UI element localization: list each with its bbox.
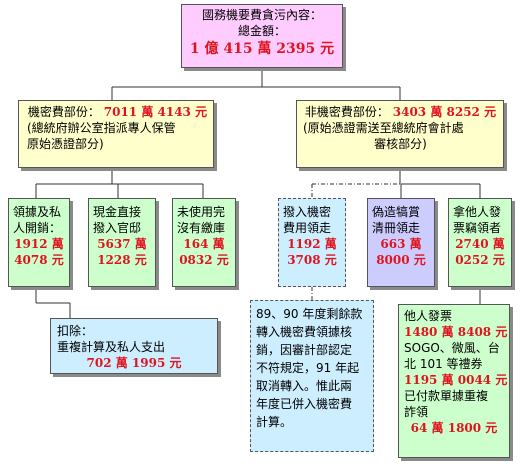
transfer-label-2: 費用領走 [283,221,332,235]
note-line-5: 取消轉入。惟此兩 [256,379,353,393]
others-amount-2: 1195 萬 0044 元 [404,373,508,387]
others-label-5: 詐領 [404,405,429,419]
others-label-3: 北 101 等禮券 [404,357,483,371]
cash-amount-2: 1228 元 [97,253,147,267]
receipt-expense-box: 領據及私 人開銷： 1912 萬 4078 元 [8,198,70,287]
receipt-amount-1: 1912 萬 [14,237,64,251]
unused-label-1: 未使用完 [177,205,226,219]
note-line-4: 不符規定，91 年起 [256,361,360,375]
nonclassified-fund-box: 非機密費部份： 3403 萬 8252 元 (原始憑證需送至總統府會計處 審核部… [296,100,504,168]
top-title: 國務機要費貪污內容： [201,8,322,22]
forged-amount-1: 663 萬 [380,237,422,251]
forged-label-1: 偽造犒賞 [372,205,421,219]
classified-desc-2: 原始憑證部分) [27,137,104,151]
top-subtitle: 總金額： [237,24,286,38]
others-amount-1: 1480 萬 8408 元 [404,325,508,339]
others-amount-3: 64 萬 1800 元 [410,421,498,435]
invoices-amount-1: 2740 萬 [455,237,505,251]
total-amount: 1 億 415 萬 2395 元 [189,41,335,57]
transfer-classified-box: 撥入機密 費用領走 1192 萬 3708 元 [278,198,346,287]
cash-label-1: 現金直接 [93,205,142,219]
deduction-label: 扣除： [57,324,94,338]
nonclassified-desc-2: 審核部分) [374,137,427,151]
total-amount-box: 國務機要費貪污內容： 總金額： 1 億 415 萬 2395 元 [181,4,343,68]
receipt-amount-2: 4078 元 [14,253,64,267]
classified-fund-box: 機密費部份： 7011 萬 4143 元 (總統府辦公室指派專人保管 原始憑證部… [18,100,214,168]
nonclassified-label: 非機密費部份： [304,105,389,119]
unused-funds-box: 未使用完 沒有繳庫 164 萬 0832 元 [172,198,236,287]
note-line-3: 銷，因審計部認定 [256,343,353,357]
invoices-amount-2: 0252 元 [455,253,505,267]
others-label-4: 已付款單據重複 [404,389,489,403]
invoices-label-1: 拿他人發 [453,205,502,219]
note-line-7: 計算。 [256,415,293,429]
classified-desc-1: (總統府辦公室指派專人保管 [27,121,176,135]
deduction-amount: 702 萬 1995 元 [86,356,182,370]
classified-label: 機密費部份： [27,105,100,119]
nonclassified-desc-1: (原始憑證需送至總統府會計處 [303,121,464,135]
unused-label-2: 沒有繳庫 [177,221,226,235]
others-label-2: SOGO、微風、台 [404,341,500,355]
cash-label-2: 撥入官邸 [93,221,142,235]
others-label-1: 他人發票 [404,309,453,323]
nonclassified-amount: 3403 萬 8252 元 [392,105,497,119]
receipt-label-2: 人開銷： [13,221,62,235]
transfer-label-1: 撥入機密 [283,205,332,219]
forged-reward-list-box: 偽造犒賞 清冊領走 663 萬 8000 元 [367,198,435,287]
deduction-desc: 重複計算及私人支出 [57,340,166,354]
note-line-6: 年度已併入機密費 [256,397,353,411]
classified-amount: 7011 萬 4143 元 [103,105,208,119]
unused-amount-1: 164 萬 [183,237,225,251]
note-box: 89、90 年度剩餘款 轉入機密費領據核 銷，因審計部認定 不符規定，91 年起… [250,300,374,452]
note-line-1: 89、90 年度剩餘款 [256,307,363,321]
note-line-2: 轉入機密費領據核 [256,325,353,339]
deduction-box: 扣除： 重複計算及私人支出 702 萬 1995 元 [50,318,218,374]
others-detail-box: 他人發票 1480 萬 8408 元 SOGO、微風、台 北 101 等禮券 1… [398,304,510,458]
unused-amount-2: 0832 元 [179,253,229,267]
invoices-label-2: 票竊領者 [453,221,502,235]
receipt-label-1: 領據及私 [13,205,62,219]
others-invoices-box: 拿他人發 票竊領者 2740 萬 0252 元 [448,198,512,287]
transfer-amount-2: 3708 元 [287,253,337,267]
cash-amount-1: 5637 萬 [97,237,147,251]
cash-transfer-box: 現金直接 撥入官邸 5637 萬 1228 元 [88,198,156,287]
forged-amount-2: 8000 元 [376,253,426,267]
transfer-amount-1: 1192 萬 [287,237,337,251]
forged-label-2: 清冊領走 [372,221,421,235]
